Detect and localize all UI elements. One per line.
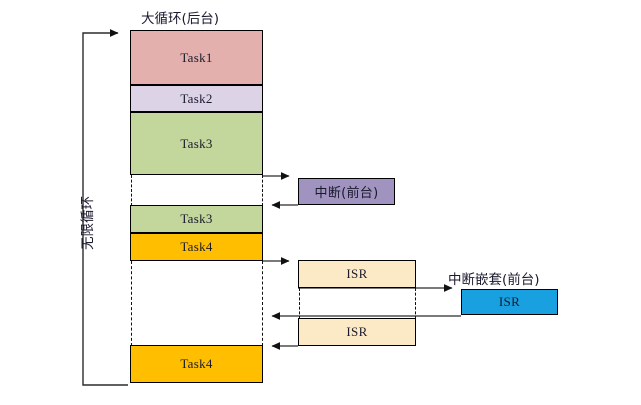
task-block-label: Task3 — [180, 211, 213, 226]
task-block-task4-resumed[interactable]: Task4 — [130, 345, 263, 383]
task-block-label: Task4 — [180, 356, 213, 371]
dashed-guide-right-2 — [262, 261, 263, 346]
dashed-guide-left-1 — [131, 175, 132, 206]
isr-block-nested[interactable]: ISR — [461, 289, 558, 315]
infinite-loop-label: 无限循环 — [80, 196, 96, 250]
task-block-task3-resumed[interactable]: Task3 — [130, 205, 263, 233]
page-title-big-loop: 大循环(后台) — [141, 11, 220, 27]
task-block-label: Task3 — [180, 135, 213, 151]
task-block-label: Task2 — [180, 90, 213, 106]
task-block-task3-first[interactable]: Task3 — [130, 112, 263, 175]
dashed-guide-isr-right — [415, 288, 416, 319]
dashed-guide-right-1 — [262, 175, 263, 206]
interrupt-block[interactable]: 中断(前台) — [298, 178, 395, 205]
isr-block-label: ISR — [498, 294, 521, 309]
isr-block-label: ISR — [346, 266, 368, 281]
task-block-task2[interactable]: Task2 — [130, 85, 263, 112]
task-block-task1[interactable]: Task1 — [130, 30, 263, 85]
task-block-label: Task4 — [180, 239, 213, 254]
isr-block-bottom[interactable]: ISR — [298, 318, 416, 346]
dashed-guide-left-2 — [131, 261, 132, 346]
task-block-label: Task1 — [180, 49, 213, 65]
dashed-guide-isr-left — [299, 288, 300, 319]
isr-block-top[interactable]: ISR — [298, 260, 416, 288]
isr-block-label: ISR — [346, 324, 368, 339]
nested-interrupt-title: 中断嵌套(前台) — [448, 272, 540, 288]
interrupt-block-label: 中断(前台) — [314, 186, 379, 201]
task-block-task4-first[interactable]: Task4 — [130, 233, 263, 261]
